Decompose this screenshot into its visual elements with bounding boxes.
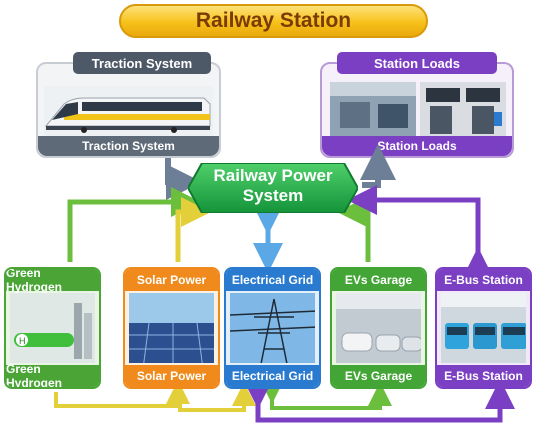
svg-text:H: H [19,336,26,346]
station-loads-panel: Station Loads [320,62,514,158]
arrow-solar [175,197,211,262]
arrow-evs [337,197,371,262]
card-evs-garage-title: EVs Garage [332,269,425,291]
arrow-bottom-green [260,380,392,410]
e-bus-station-image [441,293,526,363]
station-loads-tab: Station Loads [337,52,497,74]
card-green-hydrogen: Green Hydrogen H Green Hydrogen [4,267,101,389]
traction-system-tab: Traction System [73,52,211,74]
traction-system-footer: Traction System [38,136,219,156]
card-solar-power-footer: Solar Power [125,365,218,387]
railway-power-system-label: Railway Power System [188,166,358,206]
card-electrical-grid-title: Electrical Grid [226,269,319,291]
arrow-ebus [347,185,493,277]
card-e-bus-station: E-Bus Station E-Bus Station [435,267,532,389]
card-electrical-grid-footer: Electrical Grid [226,365,319,387]
arrow-bottom-yellow [54,380,190,408]
arrow-station-loads [360,144,396,188]
arrow-bottom-yellow2 [178,382,256,412]
arrow-green-hydrogen [67,187,201,262]
page-title: Railway Station [119,4,428,38]
card-evs-garage-footer: EVs Garage [332,365,425,387]
center-line-1: Railway Power [213,166,333,185]
card-electrical-grid: Electrical Grid Electrical Grid [224,267,321,389]
train-image [44,86,213,136]
station-loads-image [330,82,506,136]
green-hydrogen-image: H [10,293,95,363]
arrow-traction [165,158,202,200]
evs-garage-image [336,293,421,363]
card-green-hydrogen-title: Green Hydrogen [6,269,99,294]
card-solar-power: Solar Power Solar Power [123,267,220,389]
center-line-2: System [242,186,304,205]
electrical-grid-image [230,293,315,363]
traction-system-panel: Traction System [36,62,221,158]
arrow-bottom-purple [243,379,515,423]
card-e-bus-station-footer: E-Bus Station [437,365,530,387]
card-evs-garage: EVs Garage EVs Garage [330,267,427,389]
card-green-hydrogen-footer: Green Hydrogen [6,362,99,387]
card-solar-power-title: Solar Power [125,269,218,291]
solar-power-image [129,293,214,363]
card-e-bus-station-title: E-Bus Station [437,269,530,291]
railway-power-system-hexagon [188,163,358,213]
